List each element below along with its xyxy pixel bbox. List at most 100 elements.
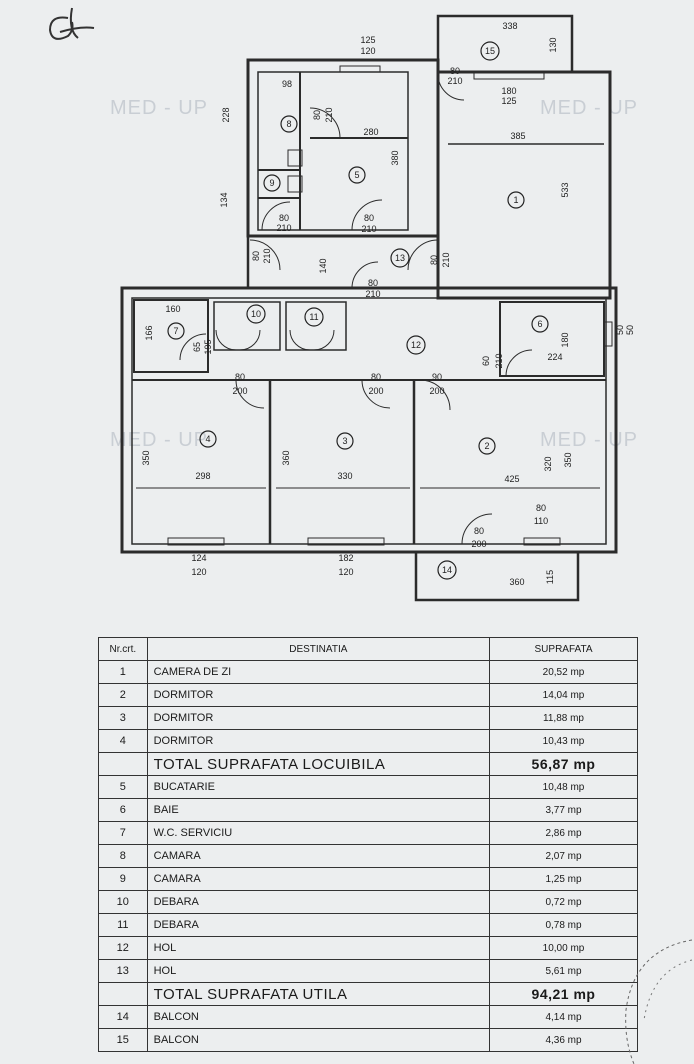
dimension-label: 80 bbox=[368, 278, 378, 288]
dimension-label: 200 bbox=[232, 386, 247, 396]
dimension-label: 80 bbox=[474, 526, 484, 536]
watermark-text: MED - UP bbox=[540, 97, 638, 119]
room-number: 12 bbox=[98, 936, 148, 960]
dimension-label: 125 bbox=[360, 35, 375, 45]
dimension-label: 210 bbox=[365, 289, 380, 299]
room-area: 10,43 mp bbox=[489, 729, 638, 753]
header-nr: Nr.crt. bbox=[98, 637, 148, 661]
dimension-label: 330 bbox=[337, 471, 352, 481]
door-swing bbox=[437, 73, 465, 101]
door-swing bbox=[419, 379, 451, 411]
room-area: 4,36 mp bbox=[489, 1028, 638, 1052]
watermark-text: MED - UP bbox=[110, 97, 208, 119]
room-destination: DORMITOR bbox=[146, 683, 491, 707]
room-destination: DEBARA bbox=[146, 890, 491, 914]
room-destination: DORMITOR bbox=[146, 706, 491, 730]
room-area: 20,52 mp bbox=[489, 660, 638, 684]
handwritten-mark bbox=[48, 7, 95, 40]
dimension-label: 50 bbox=[625, 325, 635, 335]
dimension-label: 180 bbox=[560, 332, 570, 347]
room-mark-label: 11 bbox=[309, 312, 318, 322]
room-destination: HOL bbox=[146, 959, 491, 983]
door-swing bbox=[407, 239, 439, 271]
door-swing bbox=[505, 349, 533, 377]
dimension-label: 385 bbox=[510, 131, 525, 141]
dimension-label: 110 bbox=[534, 516, 548, 526]
room-mark-label: 15 bbox=[485, 46, 495, 56]
room-destination: TOTAL SUPRAFATA LOCUIBILA bbox=[146, 752, 491, 776]
room-number: 1 bbox=[98, 660, 148, 684]
room-destination: HOL bbox=[146, 936, 491, 960]
door-swing bbox=[313, 329, 335, 351]
dimension-label: 140 bbox=[318, 258, 328, 273]
dimension-label: 200 bbox=[471, 539, 486, 549]
door-swing bbox=[351, 199, 383, 231]
window bbox=[339, 65, 381, 73]
balcony-14 bbox=[414, 550, 580, 602]
dimension-label: 533 bbox=[560, 182, 570, 197]
room-destination: CAMERA DE ZI bbox=[146, 660, 491, 684]
watermark-text: MED - UP bbox=[110, 429, 208, 451]
dimension-label: 90 bbox=[432, 372, 442, 382]
room-mark-label: 7 bbox=[173, 326, 178, 336]
dimension-label: 210 bbox=[324, 107, 334, 122]
door-swing bbox=[351, 261, 379, 289]
dimension-label: 120 bbox=[338, 567, 353, 577]
dimension-label: 180 bbox=[501, 86, 516, 96]
room-number bbox=[98, 752, 148, 776]
door-swing bbox=[215, 329, 237, 351]
dimension-label: 124 bbox=[191, 553, 206, 563]
room-destination: BUCATARIE bbox=[146, 775, 491, 799]
dimension-label: 200 bbox=[429, 386, 444, 396]
room-mark-label: 14 bbox=[442, 565, 452, 575]
dimension-label: 120 bbox=[360, 46, 375, 56]
room-destination: CAMARA bbox=[146, 844, 491, 868]
door-swing bbox=[235, 379, 265, 409]
dimension-label: 80 bbox=[536, 503, 546, 513]
fixture bbox=[287, 149, 303, 167]
dimension-label: 360 bbox=[281, 450, 291, 465]
door-swing bbox=[249, 239, 281, 271]
room-area: 0,72 mp bbox=[489, 890, 638, 914]
room-number: 7 bbox=[98, 821, 148, 845]
window bbox=[307, 537, 385, 546]
room-destination: CAMARA bbox=[146, 867, 491, 891]
room-mark-label: 9 bbox=[269, 178, 274, 188]
room-destination: BALCON bbox=[146, 1005, 491, 1029]
room-destination: DEBARA bbox=[146, 913, 491, 937]
table-header-row: Nr.crt. DESTINATIA SUPRAFATA bbox=[98, 637, 638, 661]
wall-inner bbox=[257, 71, 409, 231]
stamp-mark bbox=[625, 939, 693, 1064]
floor-plan: MED - UP MED - UP MED - UP MED - UP a bbox=[48, 7, 638, 602]
dimension-label: 210 bbox=[447, 76, 462, 86]
dimension-label: 195 bbox=[203, 339, 213, 354]
door-swing bbox=[309, 107, 341, 139]
dimension-label: 210 bbox=[441, 252, 451, 267]
window bbox=[523, 537, 561, 546]
room-area: 1,25 mp bbox=[489, 867, 638, 891]
dimension-label: 80 bbox=[371, 372, 381, 382]
room-number: 14 bbox=[98, 1005, 148, 1029]
room-number: 5 bbox=[98, 775, 148, 799]
room-area: 3,77 mp bbox=[489, 798, 638, 822]
dimension-label: 210 bbox=[276, 223, 291, 233]
dimension-label: 210 bbox=[494, 353, 504, 368]
room-destination: BAIE bbox=[146, 798, 491, 822]
door-swing bbox=[461, 513, 493, 545]
dimension-label: 350 bbox=[563, 452, 573, 467]
room-area: 10,48 mp bbox=[489, 775, 638, 799]
window bbox=[167, 537, 225, 546]
dimension-label: 80 bbox=[235, 372, 245, 382]
